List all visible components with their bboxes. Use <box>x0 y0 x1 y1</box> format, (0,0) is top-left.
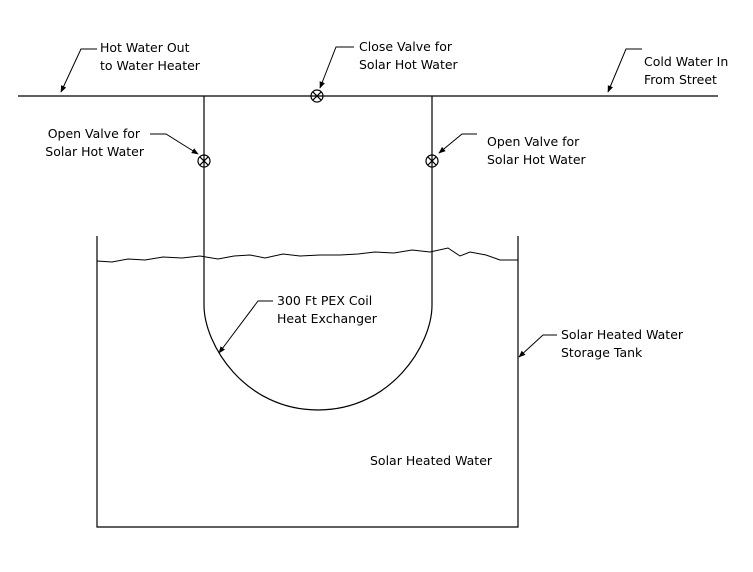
right-open-valve-label: Open Valve for Solar Hot Water <box>487 134 587 167</box>
right-valve-leader-arrow <box>438 133 477 154</box>
tank-leader-arrow <box>518 334 557 358</box>
cold-water-in-label: Cold Water In From Street <box>644 54 732 87</box>
water-label: Solar Heated Water <box>370 453 493 468</box>
tank-label: Solar Heated Water Storage Tank <box>561 327 687 360</box>
close-valve-label: Close Valve for Solar Hot Water <box>359 39 459 72</box>
left-valve-leader-arrow <box>150 133 199 155</box>
left-open-valve-icon[interactable] <box>197 154 211 168</box>
left-open-valve-label: Open Valve for Solar Hot Water <box>45 126 145 159</box>
close-valve-icon[interactable] <box>310 89 324 103</box>
water-surface <box>96 247 518 263</box>
coil-leader-arrow <box>218 300 273 354</box>
pex-coil <box>203 304 433 411</box>
right-open-valve-icon[interactable] <box>425 154 439 168</box>
hot-water-leader-arrow <box>60 48 97 93</box>
cold-water-leader-arrow <box>607 48 642 93</box>
close-valve-leader-arrow <box>319 46 354 89</box>
hot-water-out-label: Hot Water Out to Water Heater <box>100 40 201 73</box>
coil-label: 300 Ft PEX Coil Heat Exchanger <box>277 293 378 326</box>
storage-tank <box>96 236 519 528</box>
